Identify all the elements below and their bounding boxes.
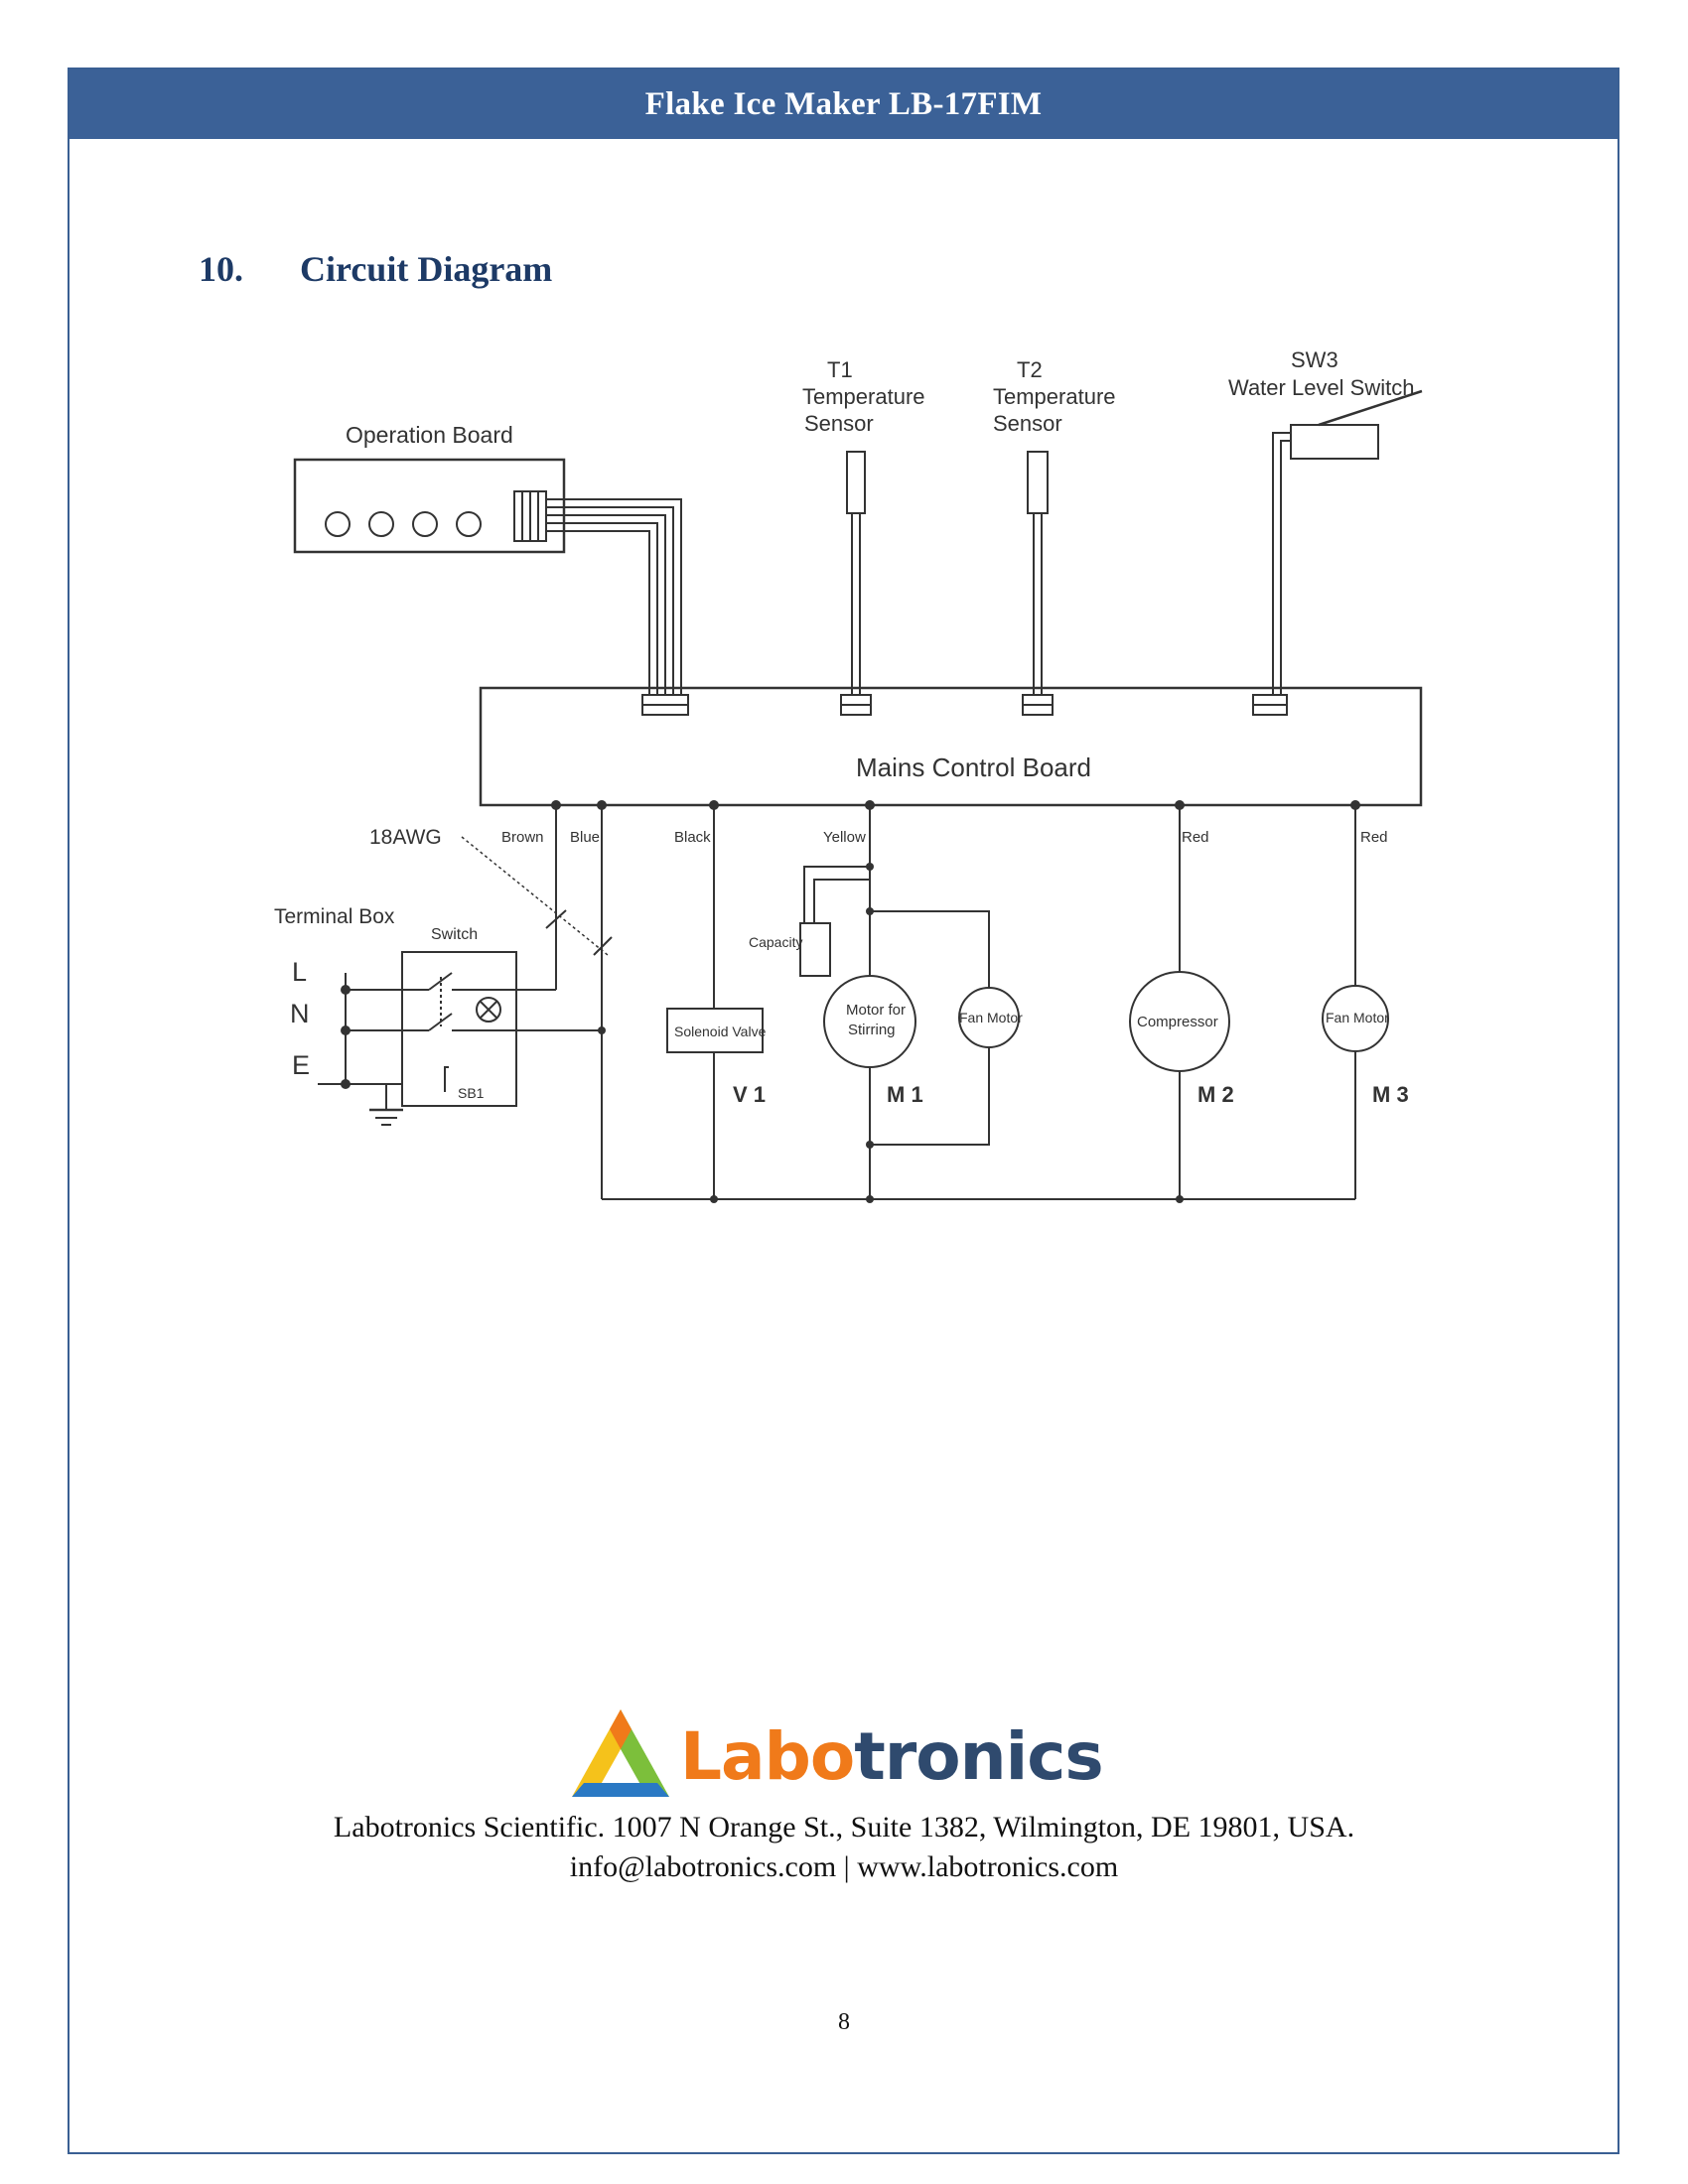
label-t1-line2: Sensor — [804, 411, 874, 436]
circuit-diagram: Operation Board T1 Temperature Sensor T2… — [274, 347, 1423, 1203]
label-solenoid: Solenoid Valve — [674, 1024, 767, 1039]
label-m1: M 1 — [887, 1082, 923, 1107]
label-wire-brown: Brown — [501, 829, 544, 846]
t2-sensor — [1027, 451, 1049, 514]
label-wire-red-2: Red — [1360, 829, 1388, 846]
compressor — [1129, 971, 1230, 1072]
logo-part-labo: Labo — [680, 1718, 855, 1795]
label-terminal-n: N — [290, 999, 310, 1028]
label-t2-id: T2 — [1017, 357, 1043, 382]
label-terminal-l: L — [292, 957, 307, 987]
label-wire-yellow: Yellow — [823, 829, 866, 846]
label-compressor: Compressor — [1137, 1014, 1218, 1030]
water-level-switch — [1290, 424, 1379, 460]
switch-box — [401, 951, 517, 1107]
label-wire-blue: Blue — [570, 829, 600, 846]
capacitor — [799, 922, 831, 977]
page-header: Flake Ice Maker LB-17FIM — [70, 69, 1618, 139]
label-wire-black: Black — [674, 829, 711, 846]
logo-wordmark: Labotronics — [680, 1717, 1104, 1797]
fan-motor-2 — [1322, 985, 1389, 1052]
mains-control-board — [479, 686, 1423, 807]
label-switch: Switch — [431, 926, 478, 943]
page-number: 8 — [838, 2009, 850, 2035]
label-wire-gauge: 18AWG — [369, 826, 442, 849]
label-sw3-id: SW3 — [1291, 347, 1338, 372]
solenoid-valve — [666, 1008, 764, 1053]
label-m3: M 3 — [1372, 1082, 1409, 1107]
button-3 — [412, 511, 438, 537]
label-terminal-box: Terminal Box — [274, 905, 395, 928]
button-1 — [325, 511, 351, 537]
label-sw3-name: Water Level Switch — [1228, 375, 1414, 400]
label-terminal-e: E — [292, 1050, 310, 1080]
label-operation-board: Operation Board — [346, 422, 513, 448]
label-fan-motor-1: Fan Motor — [959, 1010, 1023, 1025]
section-number: 10. — [199, 249, 243, 289]
label-t1-line1: Temperature — [802, 384, 925, 409]
label-wire-red-1: Red — [1182, 829, 1209, 846]
label-mains-board: Mains Control Board — [856, 752, 1091, 782]
label-m2: M 2 — [1197, 1082, 1234, 1107]
section-title: Circuit Diagram — [300, 249, 553, 289]
label-sb1: SB1 — [458, 1085, 485, 1101]
label-t2-line2: Sensor — [993, 411, 1062, 436]
section-heading: 10. Circuit Diagram — [199, 248, 552, 290]
page-frame — [68, 68, 1619, 2154]
label-v1: V 1 — [733, 1082, 766, 1107]
t1-sensor — [846, 451, 866, 514]
label-capacity: Capacity — [749, 934, 802, 950]
label-fan-motor-2: Fan Motor — [1326, 1010, 1389, 1025]
logo-triangle-icon — [572, 1709, 669, 1797]
ribbon-cable — [546, 498, 682, 695]
button-4 — [456, 511, 482, 537]
indicator-lamp — [476, 997, 501, 1023]
labotronics-logo: Labotronics — [566, 1706, 1104, 1805]
logo-part-tronics: tronics — [854, 1718, 1103, 1795]
label-t1-id: T1 — [827, 357, 853, 382]
footer-contact: info@labotronics.com | www.labotronics.c… — [569, 1850, 1119, 1883]
button-2 — [368, 511, 394, 537]
footer-address: Labotronics Scientific. 1007 N Orange St… — [333, 1811, 1355, 1843]
label-stirring-line2: Stirring — [848, 1022, 896, 1038]
operation-board-box — [293, 458, 566, 554]
output-wires — [555, 805, 1356, 1199]
label-t2-line1: Temperature — [993, 384, 1116, 409]
label-stirring-line1: Motor for — [846, 1002, 906, 1019]
